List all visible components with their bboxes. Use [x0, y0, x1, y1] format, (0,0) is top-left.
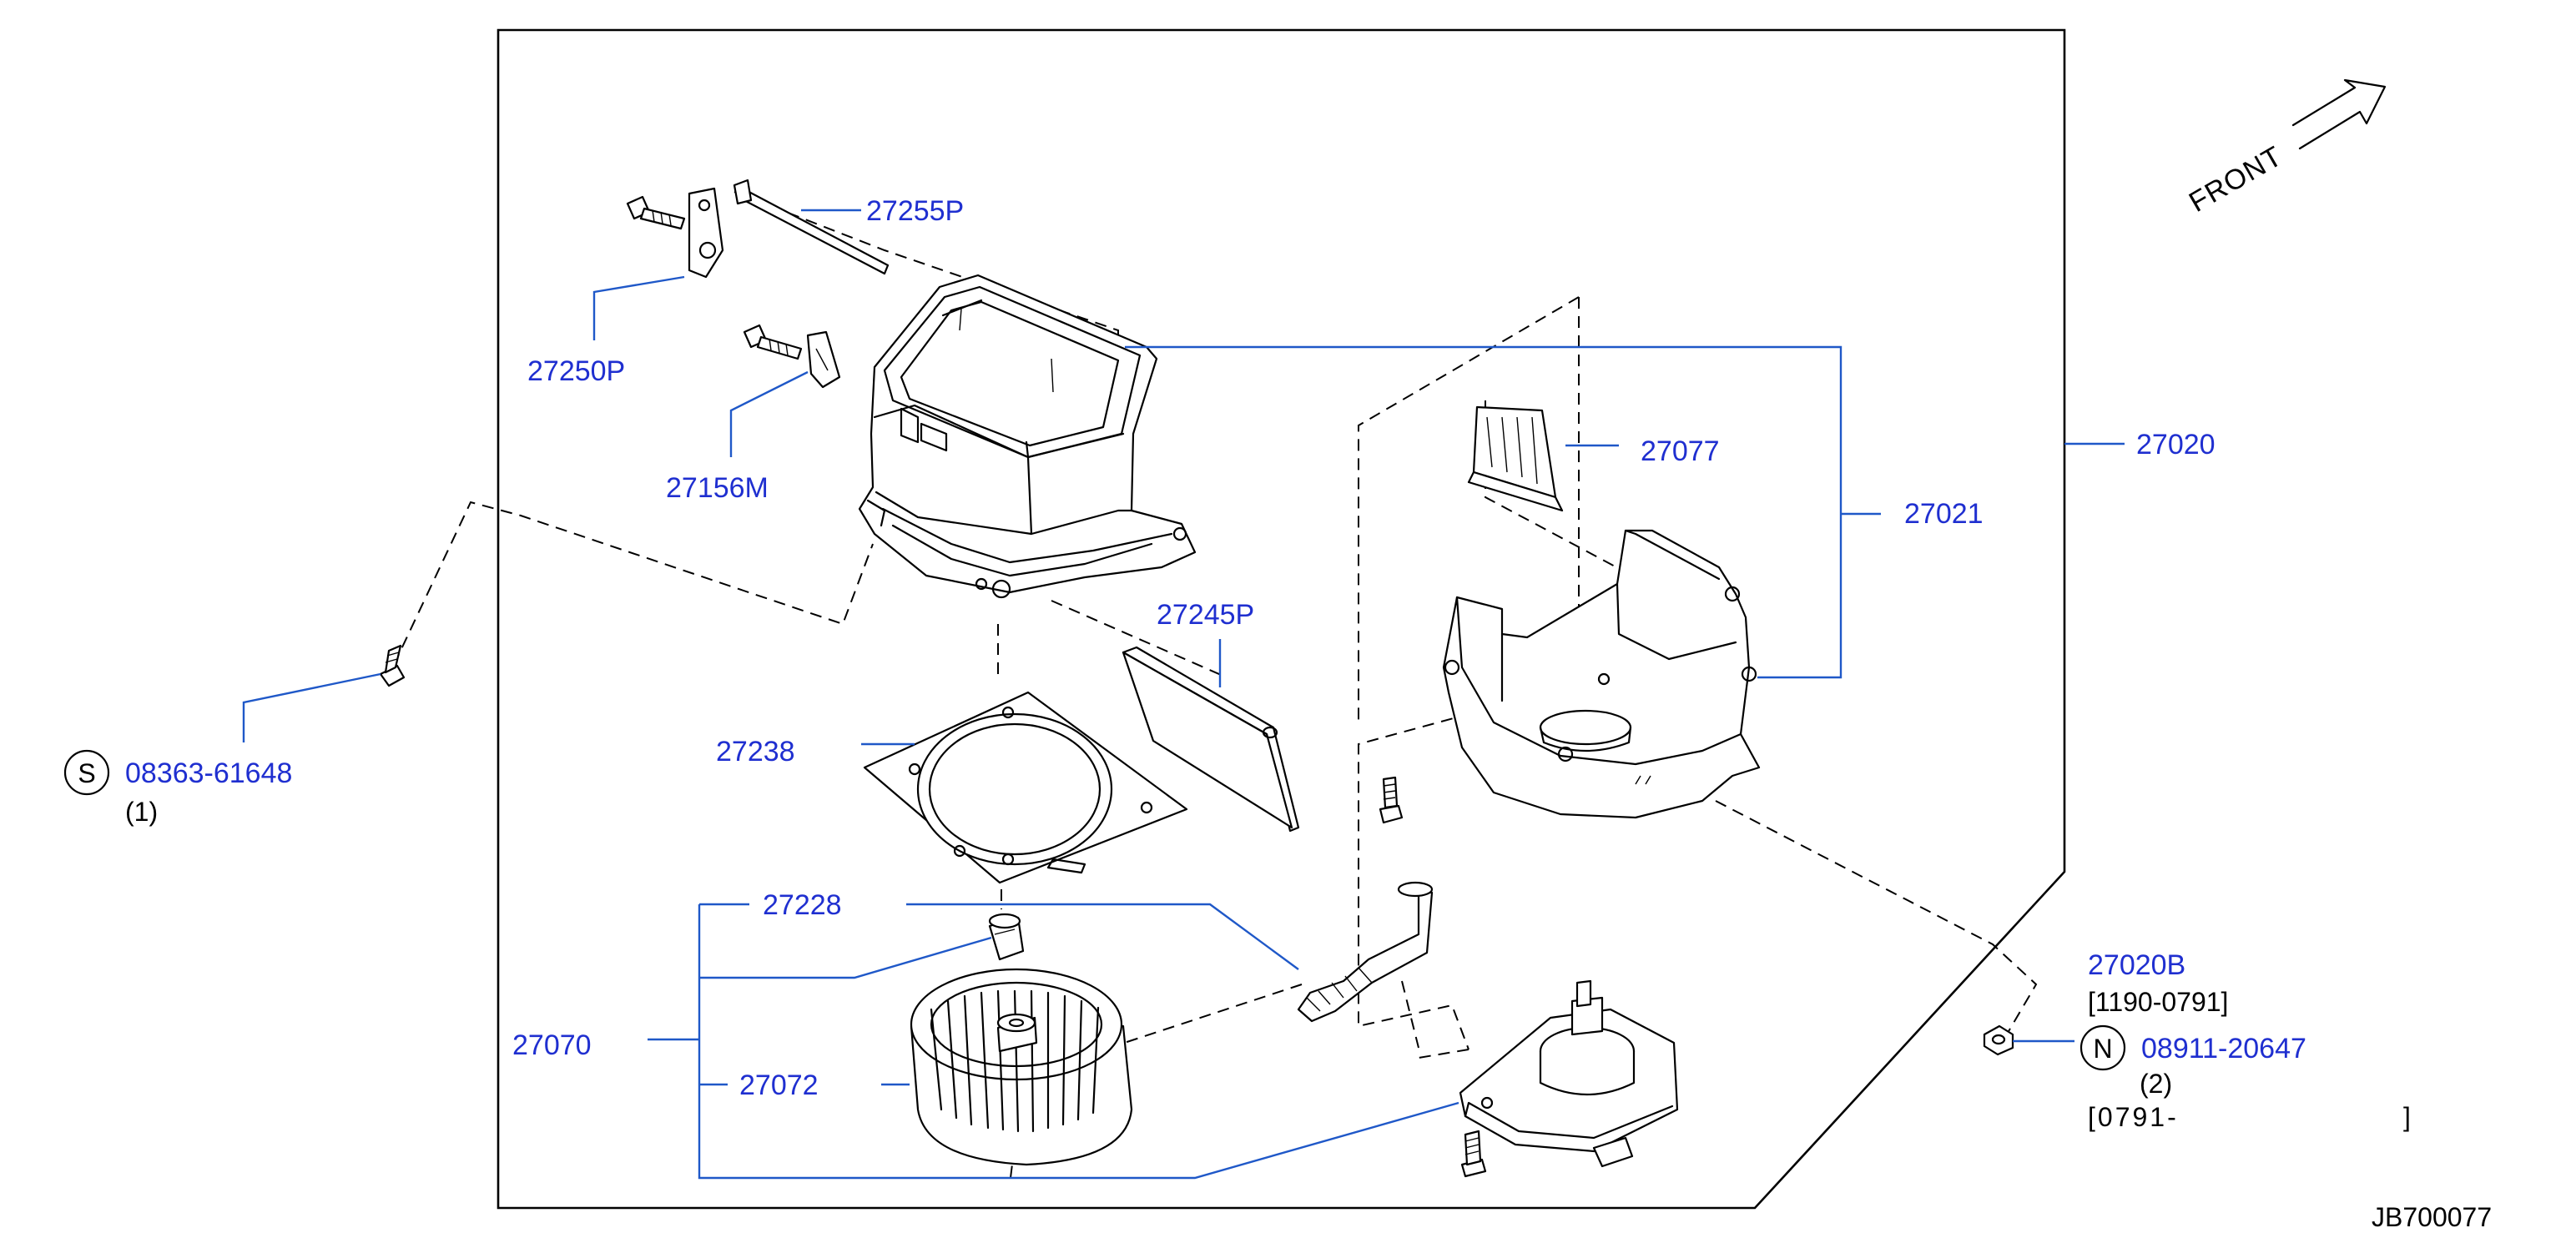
part-number-27255P[interactable]: 27255P	[866, 195, 964, 227]
part-number-27250P[interactable]: 27250P	[527, 355, 625, 387]
fan-wheel-27072-drawing	[910, 968, 1133, 1166]
part-number-27020[interactable]: 27020	[2136, 429, 2216, 460]
diagram-frame	[497, 28, 2066, 1210]
filter-27077-drawing	[1467, 405, 1564, 512]
s-symbol-icon: S	[63, 749, 110, 796]
bracket-27250P-drawing	[626, 187, 724, 279]
svg-text:N: N	[2093, 1034, 2112, 1064]
part-number-27156M[interactable]: 27156M	[666, 472, 769, 504]
bushing-27228-drawing	[988, 913, 1025, 961]
bolt-motor-drawing	[1460, 1130, 1487, 1178]
part-number-27228[interactable]: 27228	[763, 889, 842, 921]
lower-case-27021-drawing	[1442, 529, 1761, 819]
svg-text:S: S	[78, 758, 95, 788]
front-label: FRONT	[2184, 140, 2288, 219]
nut-08911-drawing	[1983, 1024, 2014, 1056]
bolt-quantity: (1)	[125, 797, 158, 827]
blower-motor-drawing	[1459, 979, 1679, 1168]
drain-hose-drawing	[1297, 881, 1434, 1023]
part-number-27070[interactable]: 27070	[512, 1029, 592, 1061]
part-number-08911-20647[interactable]: 08911-20647	[2141, 1033, 2306, 1064]
date-range-0791-start: [0791-	[2088, 1102, 2179, 1132]
part-number-27077[interactable]: 27077	[1641, 435, 1720, 467]
date-range-0791-end: ]	[2403, 1102, 2411, 1132]
front-arrow-icon	[2291, 78, 2387, 150]
part-number-27238[interactable]: 27238	[716, 736, 795, 767]
upper-housing-drawing	[858, 274, 1197, 599]
leader-lines	[242, 209, 2125, 1180]
bolt-08363-drawing	[379, 644, 406, 687]
bolt-lower-case-drawing	[1379, 776, 1404, 824]
part-number-27072[interactable]: 27072	[739, 1069, 819, 1101]
date-range-1190-0791: [1190-0791]	[2088, 987, 2228, 1017]
clip-27156M-drawing	[743, 324, 841, 389]
part-number-08363-61648[interactable]: 08363-61648	[125, 757, 292, 789]
part-number-27021[interactable]: 27021	[1904, 498, 1984, 530]
part-number-27245P[interactable]: 27245P	[1157, 599, 1254, 631]
rod-27255P-drawing	[733, 179, 890, 275]
diagram-id: JB700077	[2372, 1202, 2492, 1232]
filter-plate-27245P-drawing	[1122, 646, 1300, 833]
assembly-dashed-lines	[393, 191, 2038, 1185]
n-symbol-icon: N	[2079, 1024, 2126, 1071]
gasket-27238-drawing	[863, 691, 1188, 884]
part-number-27020B[interactable]: 27020B	[2088, 949, 2185, 981]
nut-quantity: (2)	[2140, 1069, 2172, 1099]
